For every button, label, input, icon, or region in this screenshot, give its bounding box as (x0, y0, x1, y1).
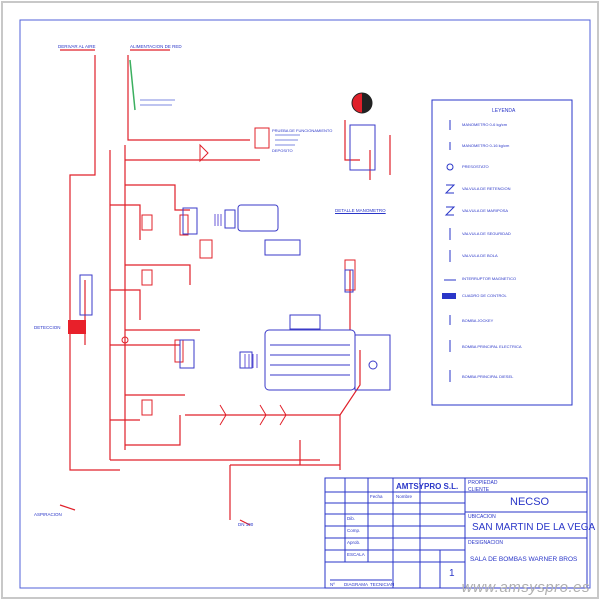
company-name: AMTSYPRO S.L. (396, 482, 459, 491)
label-bottom-left-note: ASPIRACION (34, 512, 62, 517)
label-top-left: DERIVAR AL AIRE (58, 44, 96, 49)
legend-item-5: VALVULA DE MARIPOSA (462, 208, 509, 213)
legend-item-12: BOMBA PRINCIPAL DIESEL (462, 374, 514, 379)
watermark: www.amsyspro.es (461, 579, 590, 596)
legend-item-4: VALVULA DE RETENCION (462, 186, 511, 191)
pump-main-electric (179, 339, 195, 369)
legend-item-3: PRESOSTATO (462, 164, 489, 169)
legend-item-2: MANOMETRO 0-16 kg/cm (462, 143, 510, 148)
legend-title: LEYENDA (492, 108, 516, 114)
designation-label: DESIGNACION (468, 540, 504, 546)
label-bottom-center-note: DN 100 (238, 522, 254, 527)
legend-item-7: VALVULA DE BOLA (462, 253, 498, 258)
sheet-number: 1 (449, 568, 455, 579)
detection-device (68, 320, 86, 334)
row-label-escala: ESCALA (347, 552, 365, 557)
bottom-label-no: Nº (330, 582, 335, 587)
row-label-comp: Comp. (347, 528, 361, 533)
row-label-nombre: Nombre (396, 494, 413, 499)
tank (79, 274, 93, 316)
label-detail-caption: DETALLE MANOMETRO (335, 208, 386, 213)
legend-item-10: BOMBA JOCKEY (462, 318, 494, 323)
header-small-2: CLIENTE (468, 487, 490, 493)
legend-item-1: MANOMETRO 0-6 kg/cm (462, 122, 508, 127)
header-small-1: PROPIEDAD (468, 480, 498, 486)
sheet-border (19, 19, 591, 589)
row-label-aprob: Aprob. (347, 540, 361, 545)
label-left-note: DETECCION (34, 325, 61, 330)
legend-symbols (444, 120, 456, 281)
title-block (324, 477, 588, 589)
legend-item-9: CUADRO DE CONTROL (462, 293, 507, 298)
label-tank-note: PRUEBA DE FUNCIONAMIENTO (272, 128, 333, 133)
location-label: UBICACION (468, 514, 496, 520)
client-value: NECSO (510, 496, 550, 508)
label-top-mid: ALIMENTACION DE RED (130, 44, 182, 49)
motor-jockey (237, 204, 279, 232)
legend-item-6: VALVULA DE SEGURIDAD (462, 231, 511, 236)
legend-item-8: INTERRUPTOR MAGNETICO (462, 276, 517, 281)
bottom-label-diagrama: DIAGRAMA (344, 582, 369, 587)
bottom-label-tecnician: TECNICIAN (370, 582, 395, 587)
row-label-dib: Dib. (347, 516, 356, 521)
piping (59, 49, 391, 526)
row-label-fecha: Fecha (370, 494, 383, 499)
pump-jockey (182, 207, 198, 235)
location-value: SAN MARTIN DE LA VEGA (472, 522, 596, 533)
designation-value: SALA DE BOMBAS WARNER BROS (470, 556, 578, 563)
label-tank-note2: DEPOSITO (272, 148, 293, 153)
legend-item-11: BOMBA PRINCIPAL ELECTRICA (462, 344, 522, 349)
gauge-icon (351, 92, 373, 114)
legend-box (431, 99, 573, 406)
